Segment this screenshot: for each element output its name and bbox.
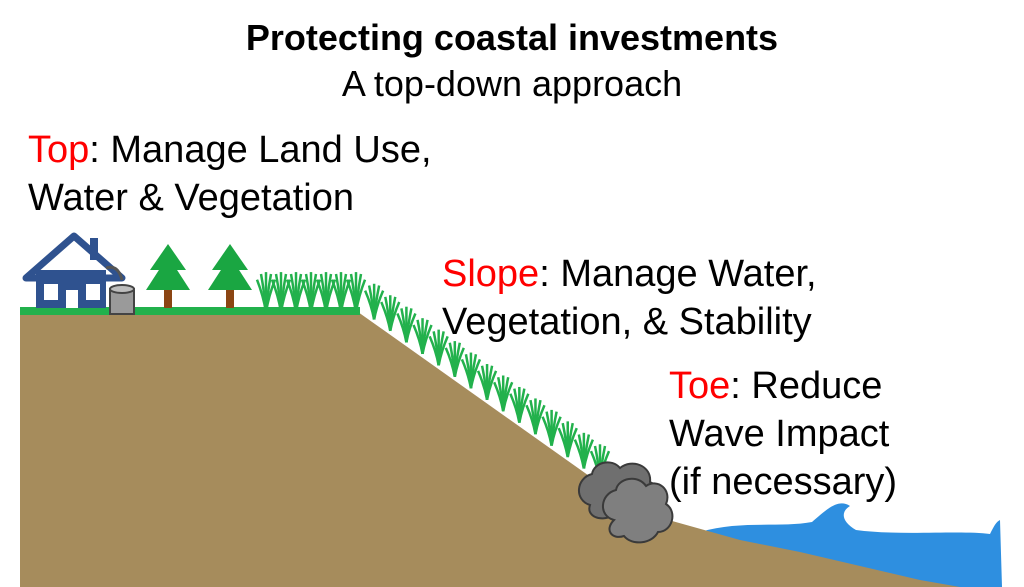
grass-tuft-icon — [557, 421, 578, 458]
house-icon — [22, 232, 126, 308]
callout-toe: Toe: Reduce Wave Impact (if necessary) — [669, 362, 897, 506]
grass-tuft-icon — [476, 364, 498, 400]
callout-toe-highlight: Toe — [669, 365, 731, 407]
grass-tuft-icon — [285, 272, 307, 313]
page-subtitle: A top-down approach — [341, 63, 683, 104]
callout-slope-text: : Manage Water, — [539, 253, 817, 295]
grass-tuft-icon — [444, 341, 465, 378]
rock-icon — [578, 461, 674, 544]
grass-tuft-icon — [541, 409, 562, 446]
callout-top-line2: Water & Vegetation — [28, 177, 355, 219]
pine-tree-icon — [146, 244, 190, 308]
callout-top-highlight: Top — [28, 129, 90, 171]
grass-tuft-icon — [380, 295, 401, 332]
grass-tuft-icon — [493, 375, 514, 412]
callout-top: Top: Manage Land Use, Water & Vegetation — [28, 126, 432, 222]
top-grass-strip — [20, 307, 360, 315]
grass-tuft-icon — [412, 318, 433, 355]
bluff-soil — [20, 312, 960, 587]
grass-tuft-icon — [428, 329, 449, 366]
grass-tuft-icon — [573, 432, 595, 469]
grass-tuft-icon — [330, 272, 352, 313]
grass-tuft-icon — [460, 352, 482, 389]
grass-tufts — [255, 272, 611, 481]
callout-slope: Slope: Manage Water, Vegetation, & Stabi… — [442, 250, 817, 346]
grass-tuft-icon — [300, 272, 322, 313]
callout-slope-highlight: Slope — [442, 253, 540, 295]
grass-tuft-icon — [345, 272, 367, 313]
callout-slope-line2: Vegetation, & Stability — [442, 301, 812, 343]
grass-tuft-icon — [270, 272, 292, 313]
callout-top-text: : Manage Land Use, — [89, 129, 432, 171]
grass-tuft-icon — [255, 272, 277, 313]
grass-tuft-icon — [315, 272, 337, 313]
callout-toe-line3: (if necessary) — [669, 461, 898, 503]
rain-barrel-icon — [105, 265, 135, 315]
pine-tree-icon — [208, 244, 252, 308]
grass-tuft-icon — [363, 283, 385, 320]
callout-toe-text: : Reduce — [730, 365, 883, 407]
grass-tuft-icon — [396, 306, 417, 343]
grass-tuft-icon — [525, 398, 546, 435]
callout-toe-line2: Wave Impact — [669, 413, 890, 455]
page-title: Protecting coastal investments — [245, 17, 779, 58]
grass-tuft-icon — [509, 386, 530, 423]
